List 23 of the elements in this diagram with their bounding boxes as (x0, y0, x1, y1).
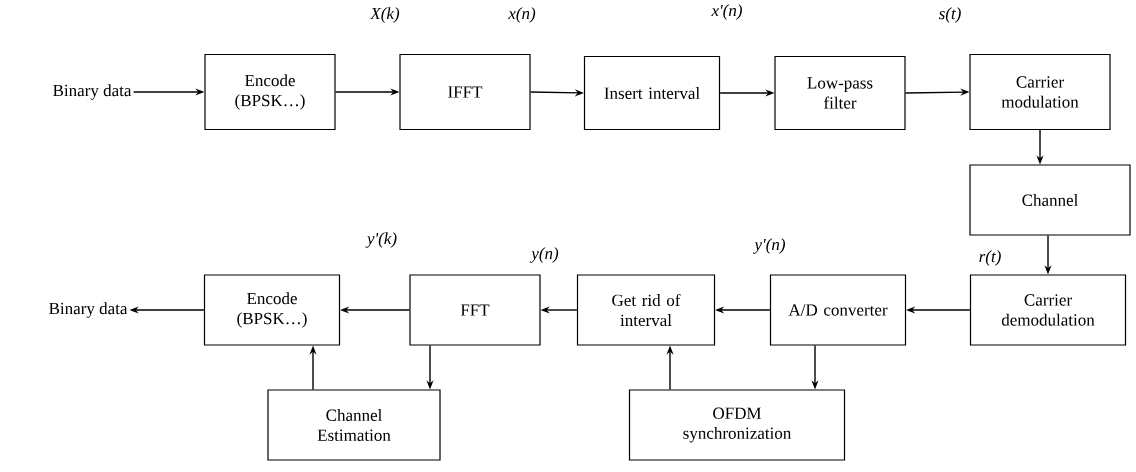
process-box: Insert interval (583, 55, 721, 131)
process-box: IFFT (399, 53, 531, 131)
edge-label: y'(n) (753, 237, 787, 255)
edge-label: X(k) (369, 6, 401, 24)
edge-label: x'(n) (710, 3, 744, 21)
process-box: FFT (409, 274, 541, 346)
process-box: A/D converter (769, 274, 907, 346)
process-box: Encode (BPSK…) (203, 274, 341, 346)
edge-label: s(t) (937, 6, 963, 24)
process-box: OFDM synchronization (628, 389, 846, 461)
edge-label: y(n) (529, 246, 560, 264)
process-box: Channel (969, 164, 1131, 236)
edge-label: x(n) (507, 6, 537, 24)
input-label: Binary data (53, 84, 132, 100)
process-box: Encode (BPSK…) (204, 53, 336, 131)
process-box: Carrier modulation (969, 53, 1111, 131)
process-box: Carrier demodulation (969, 274, 1127, 346)
process-box: Channel Estimation (267, 389, 441, 461)
output-label: Binary data (49, 302, 128, 318)
edge-label: y'(k) (365, 231, 399, 249)
edge-label: r(t) (977, 249, 1003, 267)
process-box: Low-pass filter (774, 55, 906, 131)
process-box: Get rid of interval (576, 274, 716, 346)
